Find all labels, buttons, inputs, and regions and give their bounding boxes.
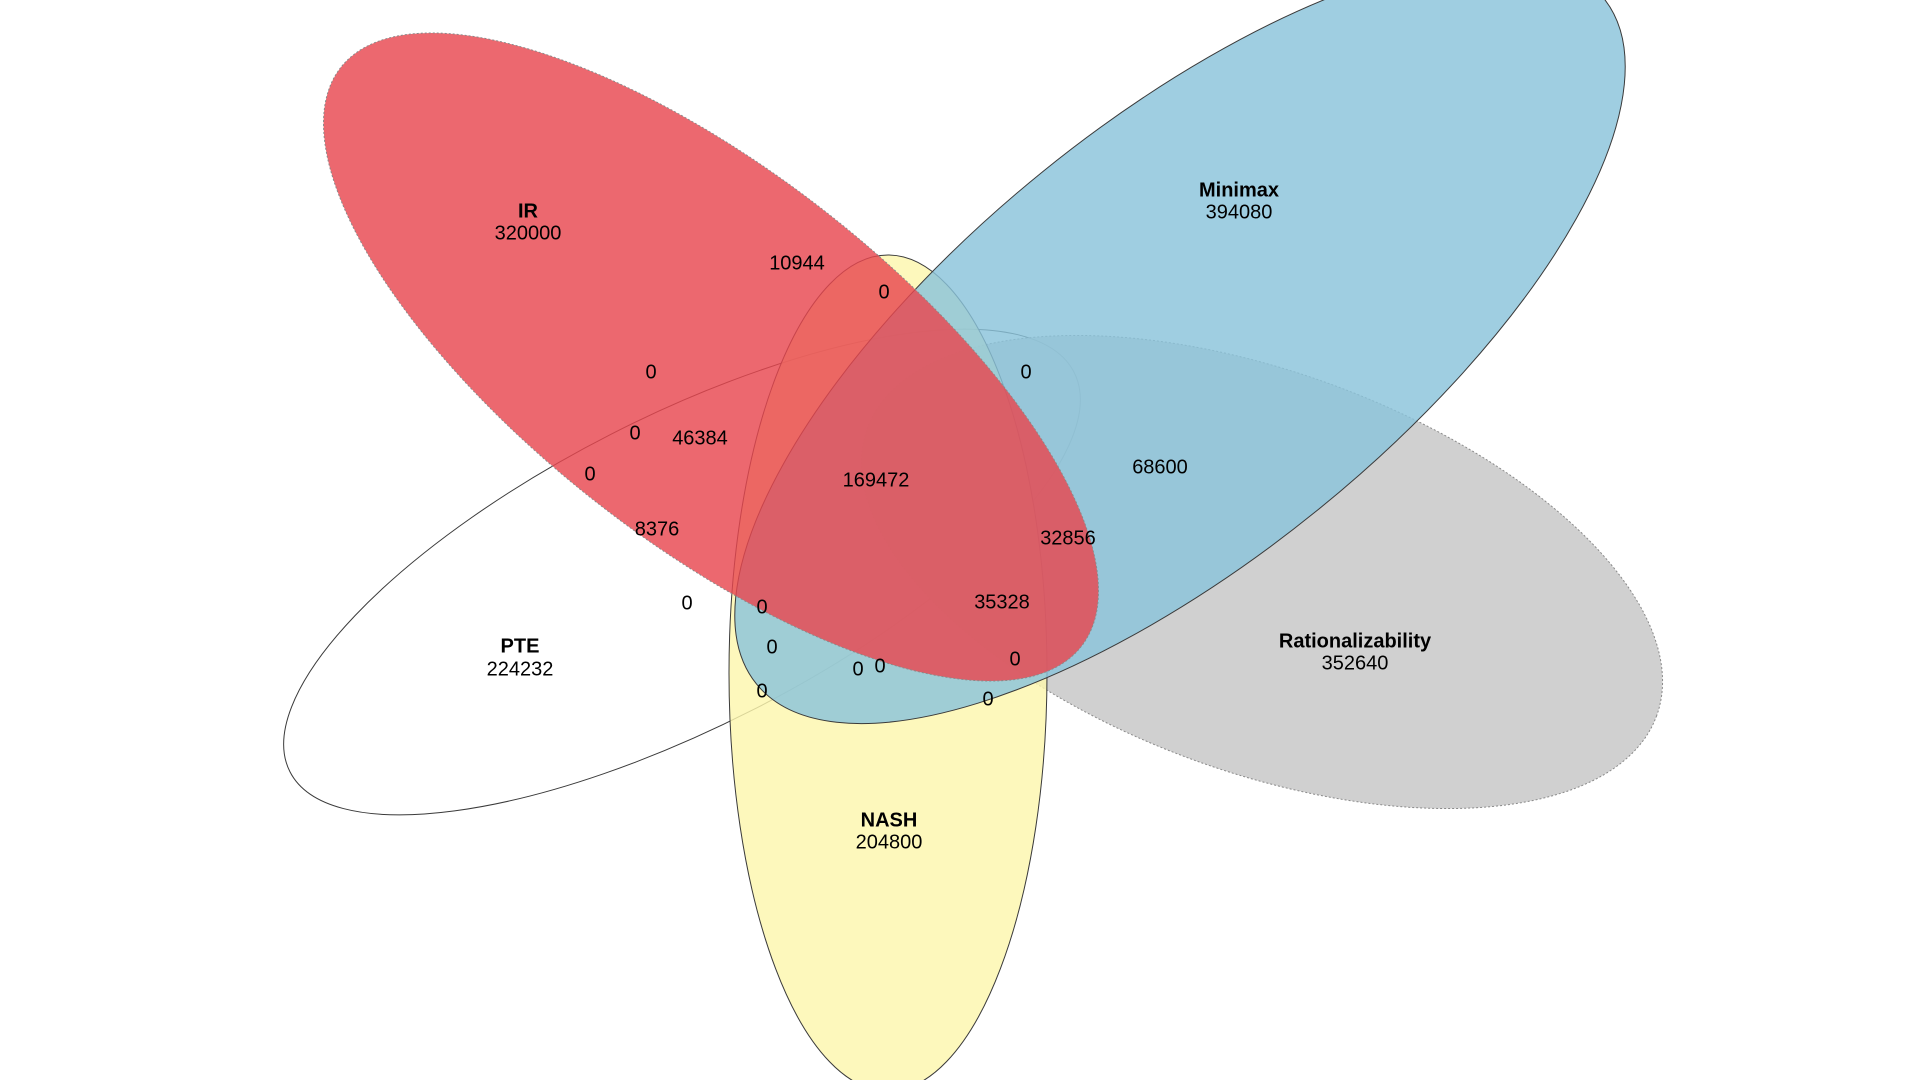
region-count: 32856 [1040, 527, 1096, 549]
ir-set-ellipse [323, 32, 1099, 682]
region-count: 0 [756, 596, 767, 618]
region-count: 0 [878, 281, 889, 303]
region-count: 0 [1009, 648, 1020, 670]
minimax-set-name: Minimax [1199, 179, 1279, 201]
region-count: 169472 [843, 469, 910, 491]
region-count: 68600 [1132, 456, 1188, 478]
nash-set-name: NASH [861, 809, 918, 831]
region-count: 0 [766, 636, 777, 658]
rationalizability-set-name: Rationalizability [1279, 630, 1432, 652]
region-count: 0 [756, 680, 767, 702]
pte-set-total: 224232 [487, 658, 554, 680]
set-shapes [283, 0, 1664, 1080]
region-count: 0 [584, 463, 595, 485]
rationalizability-set-total: 352640 [1322, 652, 1389, 674]
ir-set-total: 320000 [495, 222, 562, 244]
region-count: 0 [852, 658, 863, 680]
set-labels: IR 320000 Minimax 394080 PTE 224232 Rati… [487, 179, 1432, 853]
region-count: 0 [629, 422, 640, 444]
pte-set-name: PTE [501, 635, 540, 657]
nash-set-total: 204800 [856, 831, 923, 853]
region-count: 10944 [769, 252, 825, 274]
region-count: 8376 [635, 518, 680, 540]
region-count: 0 [681, 592, 692, 614]
minimax-set-total: 394080 [1206, 201, 1273, 223]
region-count: 0 [874, 655, 885, 677]
region-count: 0 [645, 361, 656, 383]
region-counts: 10944 0 0 0 0 46384 169472 68600 0 8376 … [584, 252, 1187, 710]
region-count: 0 [982, 688, 993, 710]
region-count: 35328 [974, 591, 1030, 613]
ir-set-name: IR [518, 200, 539, 222]
region-count: 46384 [672, 427, 728, 449]
region-count: 0 [1020, 361, 1031, 383]
